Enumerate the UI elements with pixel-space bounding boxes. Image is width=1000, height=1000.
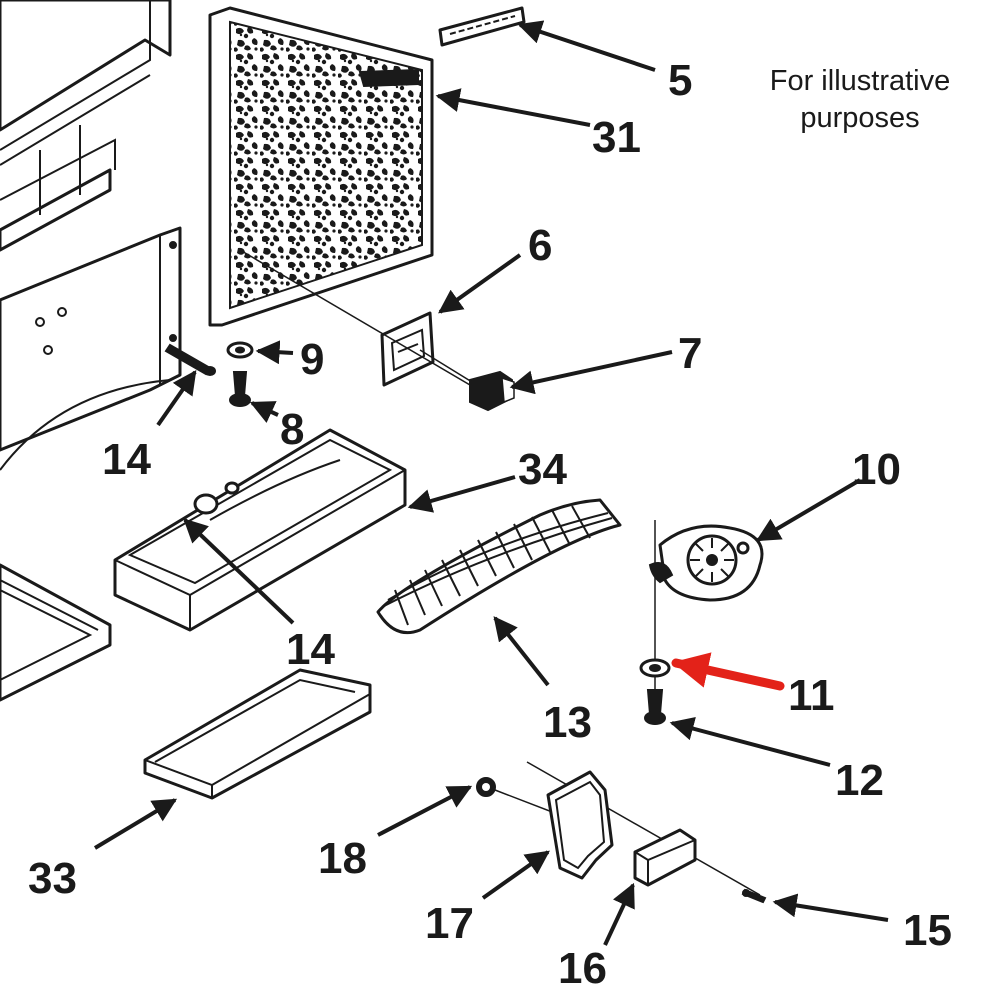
- callout-7: 7: [678, 329, 702, 378]
- part-10-fan-housing: [648, 520, 764, 700]
- callout-33: 33: [28, 854, 77, 903]
- callout-11: 11: [788, 671, 835, 720]
- callout-10: 10: [852, 445, 901, 494]
- highlight-arrow-11: [671, 652, 785, 691]
- callout-18: 18: [318, 834, 367, 883]
- part-34-tray: [113, 428, 407, 632]
- callout-14b: 14: [286, 625, 335, 674]
- part-16-lamp-housing: [633, 828, 697, 887]
- callout-16: 16: [558, 944, 607, 993]
- part-7-switch: [469, 370, 515, 412]
- leader-line-filter-switch: [239, 249, 471, 386]
- part-8-screw: [229, 371, 251, 407]
- callout-14a: 14: [102, 435, 151, 484]
- callout-6: 6: [528, 221, 552, 270]
- part-14-screw-top: [164, 343, 216, 376]
- part-17-lamp-shield: [546, 770, 614, 880]
- part-33-drawer: [143, 668, 372, 800]
- callout-31: 31: [592, 113, 641, 162]
- note-line-1: For illustrative: [770, 65, 951, 97]
- part-18-bulb: [476, 777, 496, 797]
- part-31-filter-panel: [208, 6, 434, 327]
- callout-arrows: [93, 20, 889, 946]
- leader-line-housing-switch: [419, 349, 473, 383]
- callout-5: 5: [668, 56, 692, 105]
- callout-12: 12: [835, 756, 884, 805]
- part-13-wire-shelf: [376, 498, 622, 635]
- part-5-label-strip: [438, 6, 526, 47]
- callout-13: 13: [543, 698, 592, 747]
- callout-17: 17: [425, 899, 474, 948]
- callout-9: 9: [300, 335, 324, 384]
- part-9-washer: [226, 341, 254, 359]
- callout-8: 8: [280, 405, 304, 454]
- note-line-2: purposes: [800, 102, 919, 134]
- cabinet-structure: [0, 0, 182, 702]
- part-12-screw: [644, 689, 666, 725]
- part-15-screw: [741, 888, 767, 904]
- callout-34: 34: [518, 445, 567, 494]
- callout-15: 15: [903, 906, 952, 955]
- part-11-washer: [639, 658, 671, 678]
